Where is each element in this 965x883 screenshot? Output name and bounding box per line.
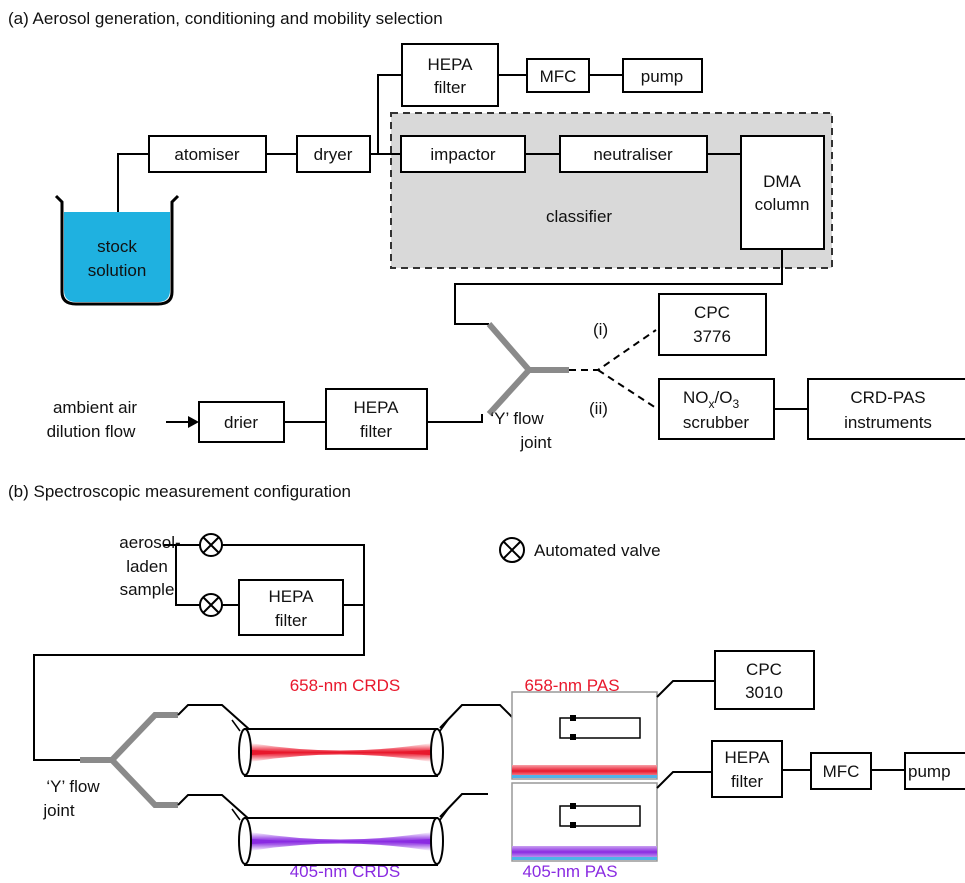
sample-label-1: aerosol- <box>119 533 180 552</box>
ambient-label-2: dilution flow <box>47 422 137 441</box>
scrubber-label-1: NOx/O3 <box>683 388 739 411</box>
valve-1 <box>199 533 223 557</box>
hepa-right-label-1: HEPA <box>724 748 770 767</box>
scrubber-box <box>658 378 775 440</box>
crds-658-cell <box>231 719 449 777</box>
atomiser-label: atomiser <box>174 145 240 164</box>
sample-label-3: sample <box>120 580 175 599</box>
pas-405-label: 405-nm PAS <box>522 862 617 881</box>
drier-label: drier <box>224 413 258 432</box>
wire-crds658-pas658 <box>439 704 513 729</box>
neutraliser-label: neutraliser <box>593 145 673 164</box>
impactor-box <box>400 135 526 173</box>
classifier-label: classifier <box>546 207 612 226</box>
wire-valve-manifold <box>33 544 365 761</box>
hepa-bottom-label-1: HEPA <box>353 398 399 417</box>
branch-i-line <box>569 329 657 371</box>
wire-y-crds405 <box>177 794 251 821</box>
hepa-bottom-label-2: filter <box>360 422 392 441</box>
yjoint-b-label-2: joint <box>42 801 74 820</box>
wire-hepa-yjoint <box>427 414 483 423</box>
scrubber-label-2: scrubber <box>683 413 749 432</box>
wire-y-crds658 <box>177 704 251 731</box>
y-joint-b <box>80 712 178 808</box>
atomiser-box <box>148 135 267 173</box>
wire-pas658-cpc <box>656 680 715 698</box>
ambient-label-1: ambient air <box>53 398 137 417</box>
crds-405-cell <box>231 808 449 866</box>
dryer-label: dryer <box>314 145 353 164</box>
valve-2 <box>199 593 223 617</box>
dma-column-box <box>740 135 825 250</box>
valve-legend-label: Automated valve <box>534 541 661 560</box>
mfc-right-label: MFC <box>823 762 860 781</box>
pas-658-label: 658-nm PAS <box>524 676 619 695</box>
dma-label-2: column <box>755 195 810 214</box>
hepa-right-label-2: filter <box>731 772 763 791</box>
hepa-sample-label-1: HEPA <box>268 587 314 606</box>
beaker-outline <box>54 194 180 306</box>
cpc-3776-label-2: 3776 <box>693 327 731 346</box>
y-joint-a <box>486 322 569 417</box>
cpc-3010-label-1: CPC <box>746 660 782 679</box>
wire-dryer-hepa <box>377 74 402 154</box>
wire-dma-yjoint <box>454 249 783 325</box>
mfc-top-box <box>526 58 590 93</box>
impactor-label: impactor <box>430 145 496 164</box>
cpc-3776-label-1: CPC <box>694 303 730 322</box>
yjoint-b-label-1: ‘Y’ flow <box>46 777 100 796</box>
yjoint-a-label-1: ‘Y’ flow <box>490 409 544 428</box>
wire-stock-atomiser <box>117 153 149 212</box>
dma-label-1: DMA <box>763 172 801 191</box>
pas-658-cell <box>511 691 658 780</box>
crds-405-label: 405-nm CRDS <box>290 862 401 881</box>
crds-658-label: 658-nm CRDS <box>290 676 401 695</box>
crdpas-box <box>807 378 965 440</box>
stock-liquid <box>64 212 170 302</box>
stock-label-1: stock <box>97 237 137 256</box>
yjoint-a-label-2: joint <box>519 433 551 452</box>
mfc-right-box <box>810 752 872 790</box>
hepa-filter-top-label-2: filter <box>434 78 466 97</box>
cpc-3776-box <box>658 293 767 356</box>
hepa-sample-box <box>238 579 344 636</box>
branch-ii-label: (ii) <box>589 399 608 418</box>
sample-label-2: laden <box>126 557 168 576</box>
crdpas-label-1: CRD-PAS <box>850 388 925 407</box>
hepa-sample-label-2: filter <box>275 611 307 630</box>
stock-label-2: solution <box>88 261 147 280</box>
wire-pas405-hepa <box>656 763 713 789</box>
panel-b-title: (b) Spectroscopic measurement configurat… <box>8 482 351 501</box>
cpc-3010-label-2: 3010 <box>745 683 783 702</box>
valve-legend-icon <box>499 537 525 563</box>
pump-top-label: pump <box>641 67 684 86</box>
wire-crds405-pas405 <box>439 793 488 818</box>
hepa-filter-top-label-1: HEPA <box>427 55 473 74</box>
pas-405-cell <box>511 782 658 862</box>
neutraliser-box <box>559 135 708 173</box>
crdpas-label-2: instruments <box>844 413 932 432</box>
branch-i-label: (i) <box>593 320 608 339</box>
mfc-top-label: MFC <box>540 67 577 86</box>
hepa-filter-bottom-box <box>325 388 428 450</box>
panel-a-title: (a) Aerosol generation, conditioning and… <box>8 9 443 28</box>
ambient-arrow-head <box>188 416 199 428</box>
pump-right-label: pump <box>908 762 951 781</box>
cpc-3010-box <box>714 650 815 710</box>
pump-top-box <box>622 58 703 93</box>
